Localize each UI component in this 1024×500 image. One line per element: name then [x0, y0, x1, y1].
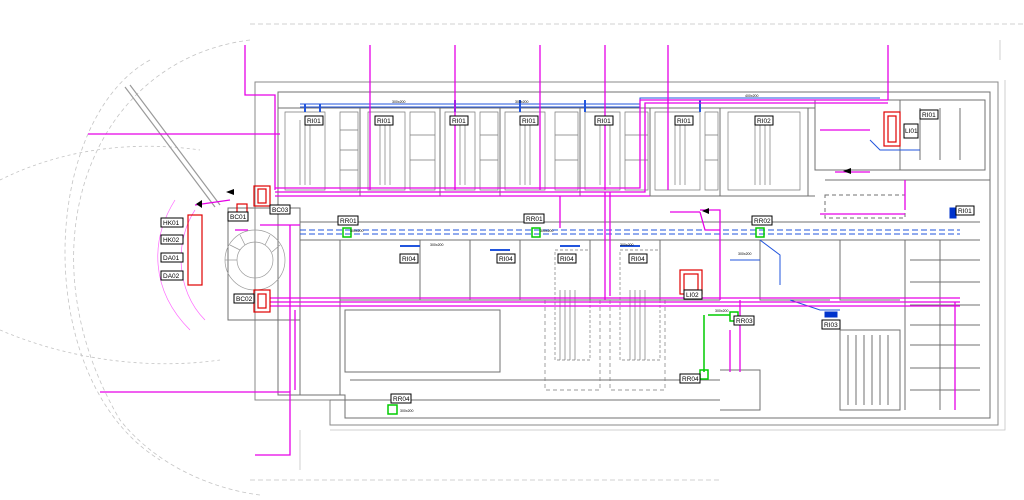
tag-rr04-south: RR04 — [390, 393, 412, 404]
duct-size-label: 300x200 — [738, 252, 751, 256]
tag-rr01-mid: RR01 — [523, 213, 545, 224]
tag-hk01: HK01 — [160, 217, 184, 228]
svg-text:RI01: RI01 — [958, 208, 972, 215]
equipment-tags: RI01 RI01 RI01 RI01 RI01 RI01 RI02 LI01 … — [160, 109, 975, 404]
duct-size-label: 400x200 — [745, 94, 758, 98]
tag-ri04-d: RI04 — [628, 253, 648, 264]
tag-rr02: RR02 — [751, 215, 773, 226]
duct-size-label: 300x200 — [540, 229, 553, 233]
duct-size-label: 300x200 — [620, 243, 633, 247]
svg-text:RR01: RR01 — [526, 216, 543, 223]
svg-text:RI03: RI03 — [824, 322, 838, 329]
duct-runs — [300, 97, 960, 311]
svg-text:RR02: RR02 — [754, 218, 771, 225]
tag-li01: LI01 — [903, 123, 919, 139]
tag-da02: DA02 — [160, 270, 184, 281]
svg-text:RI01: RI01 — [597, 118, 611, 125]
svg-text:RI01: RI01 — [307, 118, 321, 125]
svg-text:BC03: BC03 — [272, 207, 289, 214]
tag-da01: DA01 — [160, 252, 184, 263]
tag-bc03: BC03 — [269, 204, 291, 215]
tag-rr01-west: RR01 — [337, 215, 359, 226]
svg-text:RR03: RR03 — [736, 318, 753, 325]
svg-text:RI04: RI04 — [499, 256, 513, 263]
tag-rr04-east: RR04 — [679, 373, 701, 384]
stair-core — [157, 199, 286, 331]
duct-size-label: 300x200 — [392, 100, 405, 104]
tag-ri03: RI03 — [821, 319, 841, 330]
tag-rr03: RR03 — [733, 315, 755, 326]
svg-text:BC02: BC02 — [236, 296, 253, 303]
svg-text:RI01: RI01 — [377, 118, 391, 125]
building-walls — [227, 81, 999, 426]
site-context-lines — [0, 23, 1024, 496]
tag-ri01-a: RI01 — [304, 115, 324, 126]
svg-text:RI04: RI04 — [402, 256, 416, 263]
tag-hk02: HK02 — [160, 234, 184, 245]
tag-ri04-a: RI04 — [399, 253, 419, 264]
svg-text:RI02: RI02 — [757, 118, 771, 125]
duct-size-label: 300x200 — [400, 409, 413, 413]
tag-bc01: BC01 — [227, 211, 249, 222]
svg-text:HK02: HK02 — [163, 237, 180, 244]
svg-text:HK01: HK01 — [163, 220, 180, 227]
tag-ri01-d: RI01 — [519, 115, 539, 126]
svg-text:RI04: RI04 — [560, 256, 574, 263]
tag-ri01-e: RI01 — [594, 115, 614, 126]
svg-text:RR04: RR04 — [393, 396, 410, 403]
tag-ri01-top-right: RI01 — [919, 109, 939, 120]
upper-bay-fixtures — [284, 111, 801, 391]
tag-ri04-b: RI04 — [496, 253, 516, 264]
tag-bc02: BC02 — [233, 293, 255, 304]
svg-text:RI01: RI01 — [677, 118, 691, 125]
tag-ri01-f: RI01 — [674, 115, 694, 126]
svg-text:DA01: DA01 — [163, 255, 180, 262]
svg-text:LI01: LI01 — [905, 128, 918, 135]
red-equipment — [187, 111, 901, 313]
svg-text:RR01: RR01 — [340, 218, 357, 225]
duct-size-label: 300x200 — [715, 309, 728, 313]
svg-text:RI01: RI01 — [522, 118, 536, 125]
svg-text:RI01: RI01 — [922, 112, 936, 119]
flow-arrows — [196, 168, 851, 214]
svg-text:RI01: RI01 — [452, 118, 466, 125]
svg-text:LI02: LI02 — [686, 292, 699, 299]
tag-ri04-c: RI04 — [557, 253, 577, 264]
svg-text:RI04: RI04 — [631, 256, 645, 263]
green-units — [342, 227, 765, 415]
duct-size-label: 300x200 — [430, 243, 443, 247]
blue-units — [824, 207, 957, 318]
tag-ri01-b: RI01 — [374, 115, 394, 126]
duct-size-label: 300x200 — [515, 100, 528, 104]
svg-text:BC01: BC01 — [230, 214, 247, 221]
duct-size-label: 300x200 — [350, 229, 363, 233]
tag-ri02: RI02 — [754, 115, 774, 126]
tag-ri01-c: RI01 — [449, 115, 469, 126]
svg-text:RR04: RR04 — [682, 376, 699, 383]
supply-pipe-network — [88, 45, 960, 456]
duct-size-annotations: 300x200 300x200 400x200 300x200 300x200 … — [350, 94, 758, 413]
svg-text:DA02: DA02 — [163, 273, 180, 280]
tag-li02: LI02 — [683, 289, 703, 300]
tag-ri01-east: RI01 — [955, 205, 975, 216]
